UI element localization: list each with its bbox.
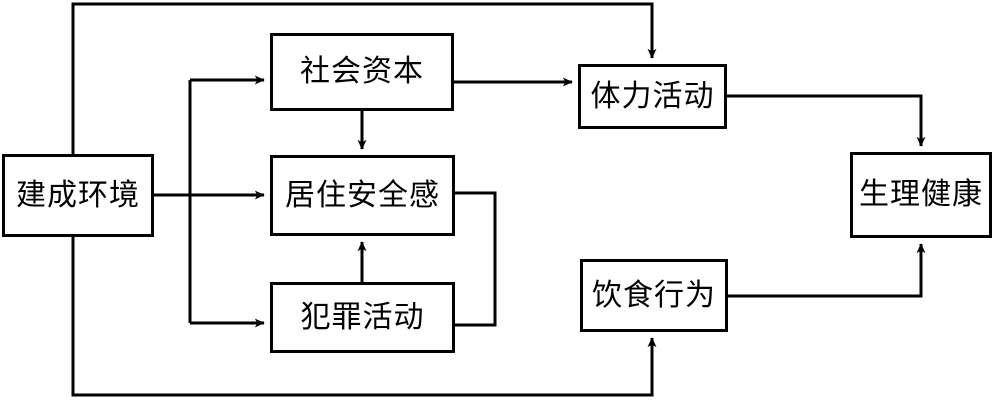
node-label-social-capital: 社会资本 <box>300 54 424 89</box>
edge-dietary-behavior-to-physiological-health <box>728 243 926 298</box>
node-label-built-environment: 建成环境 <box>16 177 140 213</box>
node-residential-safety[interactable]: 居住安全感 <box>270 155 455 236</box>
node-label-criminal-activity: 犯罪活动 <box>300 299 425 335</box>
node-label-physical-activity: 体力活动 <box>590 78 715 114</box>
node-physical-activity[interactable]: 体力活动 <box>578 64 727 129</box>
edge-built-environment-to-physical-activity <box>71 2 657 154</box>
node-label-dietary-behavior: 饮食行为 <box>592 277 716 313</box>
edge-physical-activity-to-physiological-health <box>727 94 926 147</box>
node-physiological-health[interactable]: 生理健康 <box>850 152 992 238</box>
edge-built-environment-to-dietary-behavior <box>71 237 657 397</box>
node-built-environment[interactable]: 建成环境 <box>2 154 154 237</box>
edge-residential-safety-to-criminal-activity <box>455 191 497 327</box>
node-social-capital[interactable]: 社会资本 <box>270 33 454 111</box>
node-dietary-behavior[interactable]: 饮食行为 <box>580 259 728 332</box>
node-label-residential-safety: 居住安全感 <box>285 177 440 213</box>
node-label-physiological-health: 生理健康 <box>859 177 983 212</box>
node-criminal-activity[interactable]: 犯罪活动 <box>270 282 455 353</box>
